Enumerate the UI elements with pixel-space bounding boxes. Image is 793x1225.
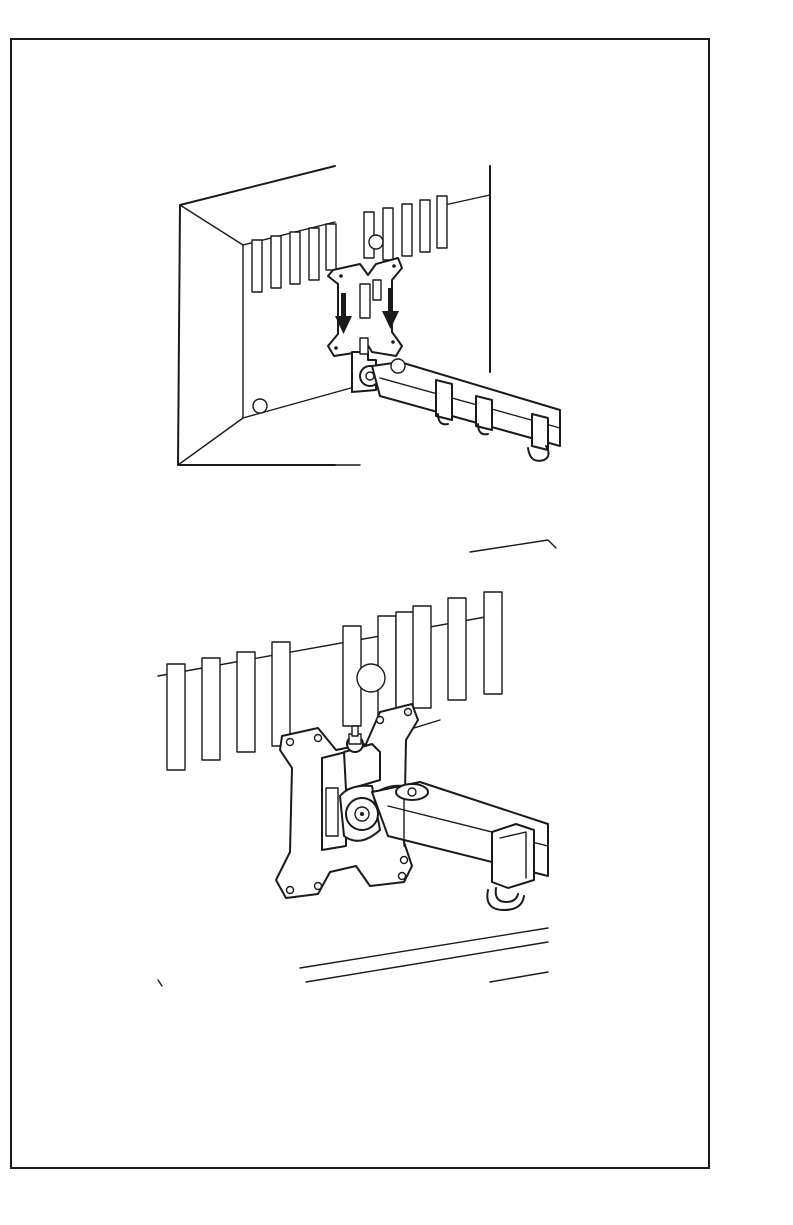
- vent-slots: [167, 592, 502, 770]
- mount-hole: [357, 664, 385, 692]
- cable-clip: [487, 824, 534, 910]
